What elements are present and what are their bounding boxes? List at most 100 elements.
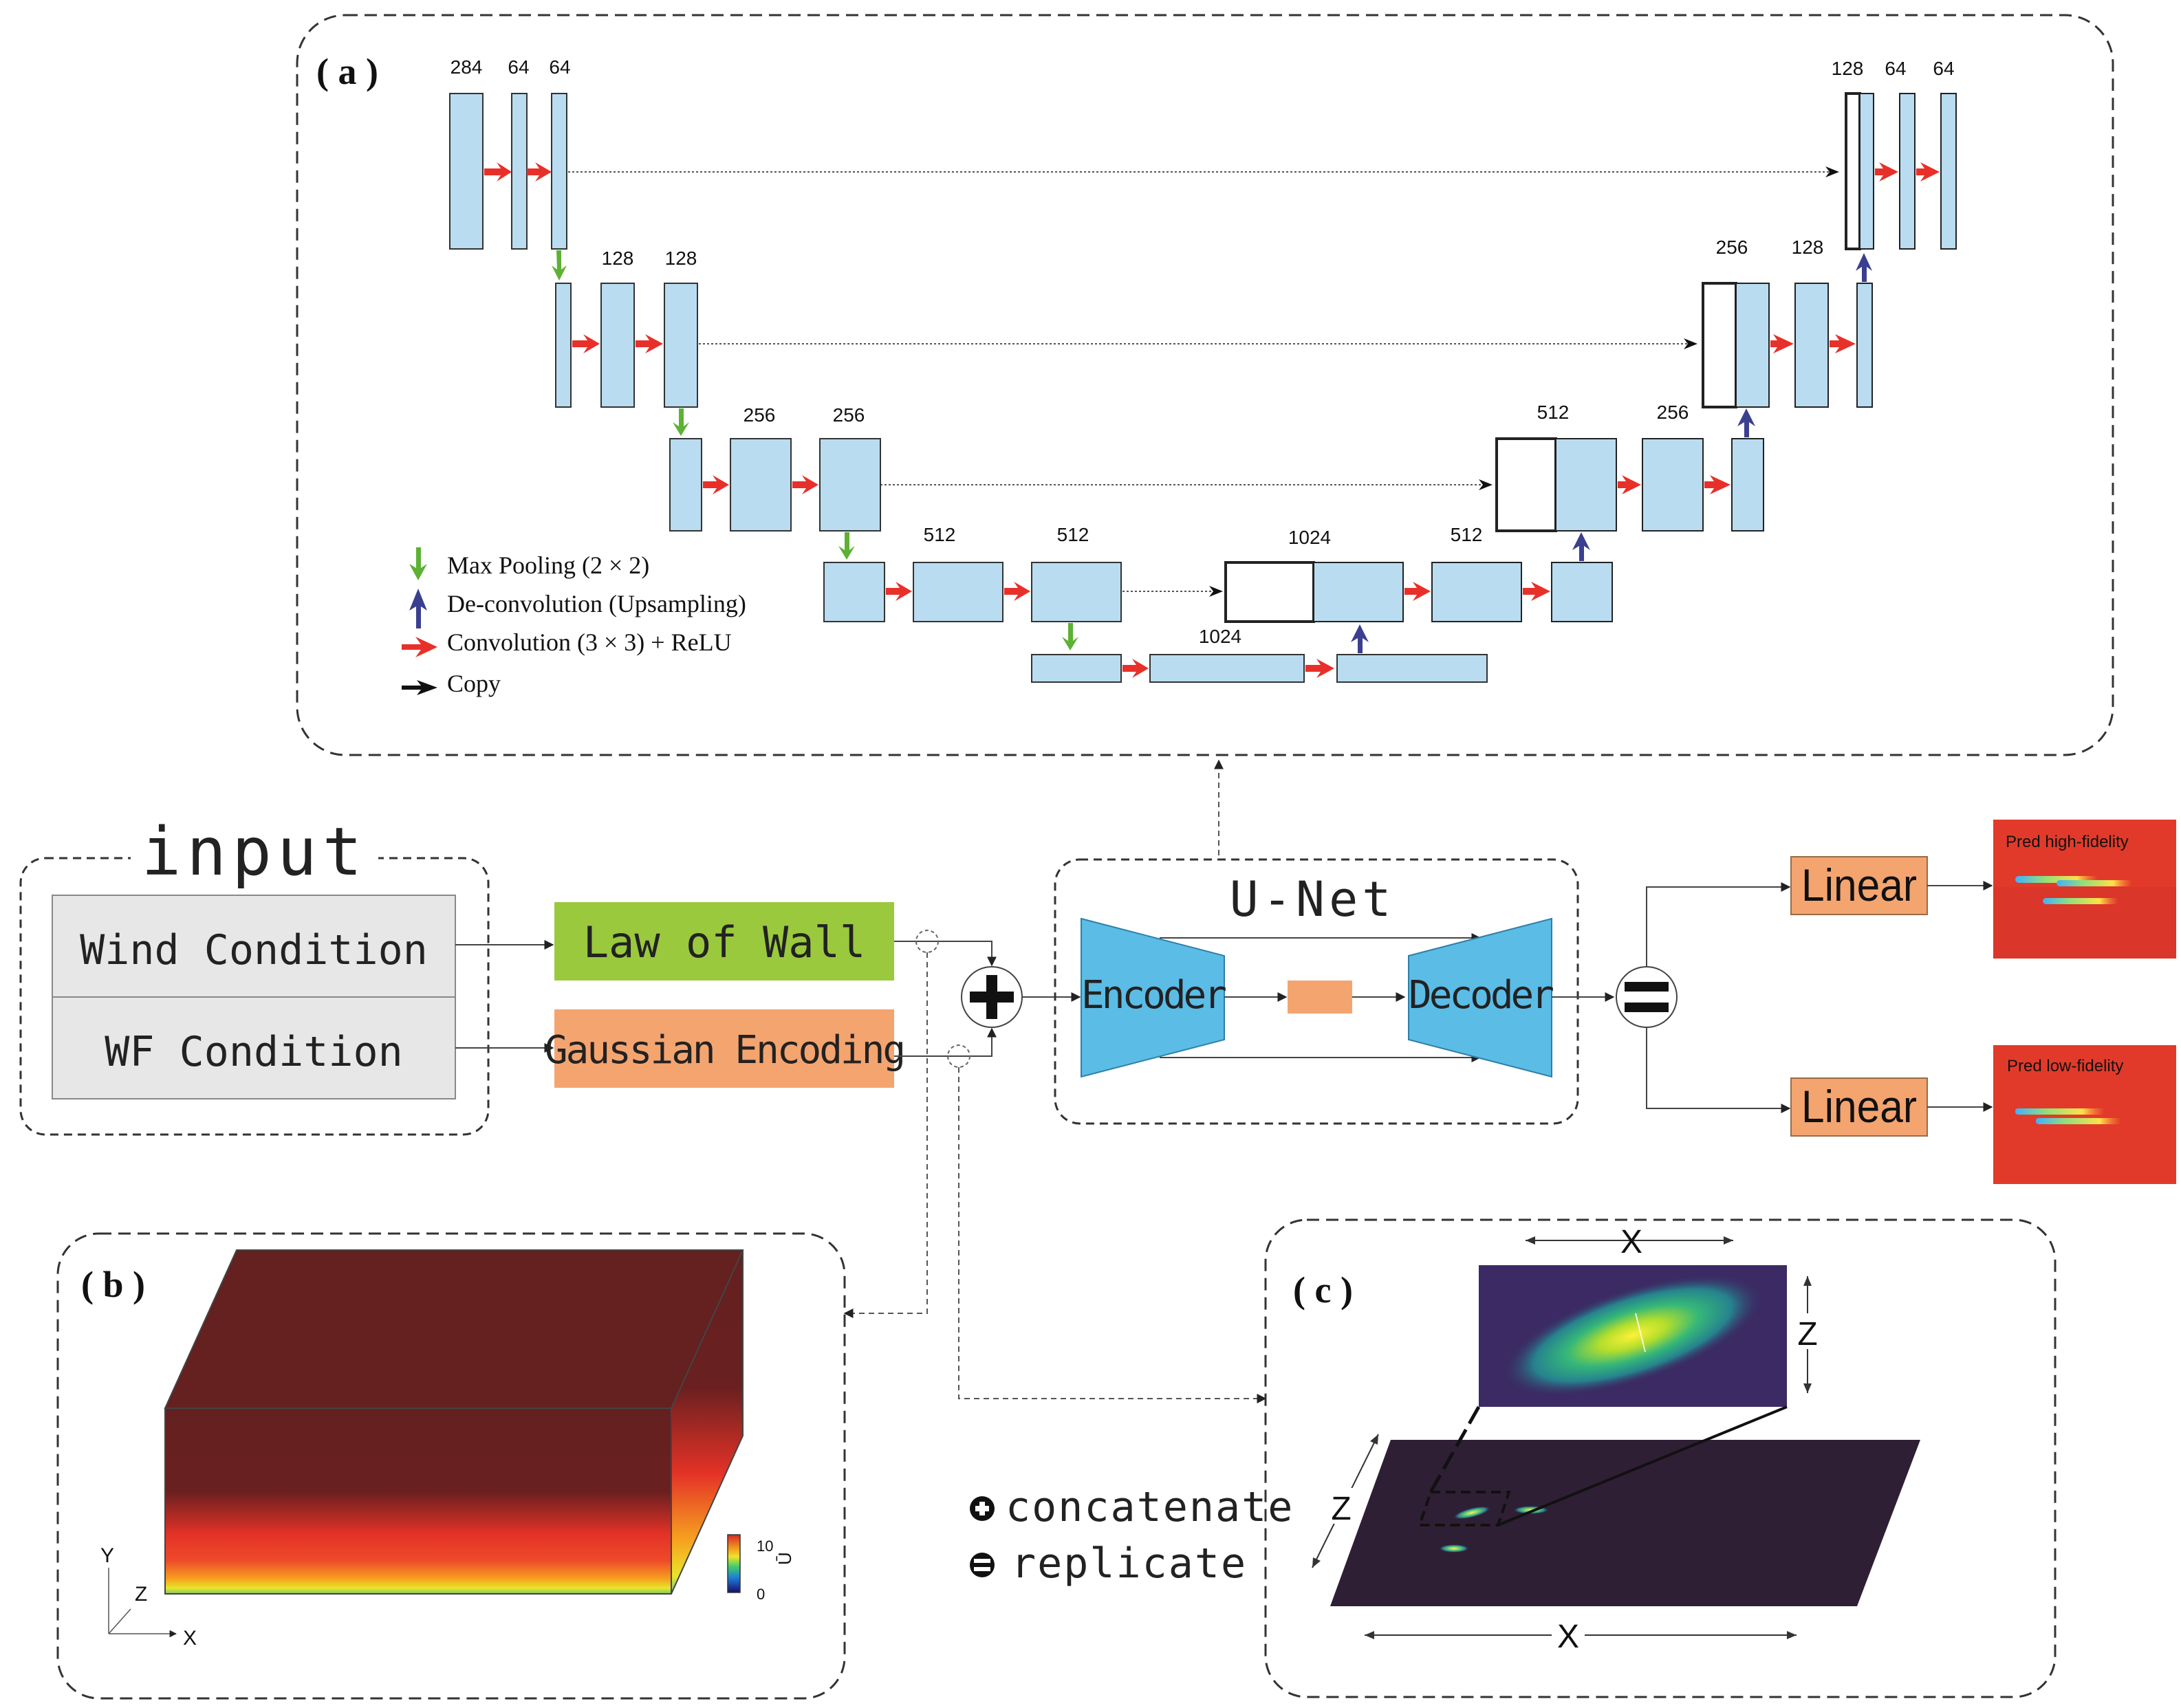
concat-legend-plus-v xyxy=(979,1502,985,1515)
block-enc1-a xyxy=(511,93,528,250)
input-title-bg xyxy=(131,822,378,884)
block-enc3-pool xyxy=(669,438,702,532)
conv-arrows xyxy=(484,162,1940,678)
conv-arrow xyxy=(636,334,663,353)
enc-level-2 xyxy=(555,283,698,408)
block-bottom-b xyxy=(1336,654,1488,683)
ch-64-dec1-a: 64 xyxy=(1885,58,1906,79)
conv-arrow xyxy=(1916,162,1940,182)
ch-128-a: 128 xyxy=(602,248,634,269)
conv-arrow xyxy=(703,475,729,494)
block-enc1-b xyxy=(551,93,567,250)
wind-condition-label: Wind Condition xyxy=(80,926,428,974)
deconv-arrow xyxy=(1351,624,1369,653)
z-left-bg xyxy=(1326,1488,1356,1524)
pool-arrow xyxy=(838,532,855,560)
block-dec4-b xyxy=(1551,562,1613,622)
axis-y-label: Y xyxy=(100,1544,114,1567)
conv-arrow xyxy=(1770,334,1794,353)
deconv-arrow xyxy=(1737,408,1755,437)
conv-arrow xyxy=(1122,659,1149,678)
ch-1024-concat: 1024 xyxy=(1288,527,1331,548)
wind-condition-box xyxy=(52,895,456,998)
dec-level-1 xyxy=(1845,92,1957,250)
block-enc4-b xyxy=(1031,562,1122,622)
block-enc2-a xyxy=(600,283,635,408)
block-dec2-a xyxy=(1794,283,1829,408)
block-enc2-pool xyxy=(555,283,572,408)
conv-arrow xyxy=(572,334,600,353)
block-dec3-b xyxy=(1731,438,1764,532)
conv-arrow xyxy=(527,162,552,182)
axis-z-line xyxy=(108,1608,131,1634)
block-dec4-a xyxy=(1431,562,1522,622)
block-dec4-up xyxy=(1313,562,1404,622)
replicate-legend-eq-top xyxy=(974,1559,990,1563)
decoder-label: Decoder xyxy=(1409,973,1553,1018)
ch-256-a: 256 xyxy=(744,404,776,426)
domain-plane xyxy=(1330,1440,1920,1606)
wake-plume xyxy=(2043,898,2118,904)
block-dec2-copy xyxy=(1702,282,1737,408)
pred-high-label: Pred high-fidelity xyxy=(2006,833,2129,851)
link-law-to-panel-b xyxy=(843,952,928,1318)
z-right-bg xyxy=(1794,1313,1823,1349)
concat-legend-text: concatenate xyxy=(1006,1483,1294,1531)
replicate-to-linear-top xyxy=(1646,882,1791,967)
turbine-mark xyxy=(1635,1313,1646,1353)
block-dec1-b xyxy=(1940,93,1957,250)
unet-title-bg xyxy=(1224,873,1403,921)
conv-arrow xyxy=(792,475,818,494)
colorbar-variable: Ū xyxy=(774,1552,795,1565)
pool-arrow xyxy=(673,408,689,436)
conv-arrow xyxy=(1830,334,1856,353)
legend-deconv-text: De-convolution (Upsampling) xyxy=(447,590,746,617)
pool-arrow xyxy=(552,250,567,281)
block-dec3-copy xyxy=(1495,437,1557,532)
latent-block xyxy=(1288,981,1352,1014)
unet-title: U-Net xyxy=(1230,871,1396,928)
legend-copy-icon xyxy=(402,680,437,695)
colorbar xyxy=(727,1534,741,1593)
enc-level-1 xyxy=(449,93,567,250)
link-gauss-to-panel-c xyxy=(958,1067,1267,1403)
x-dim-bottom-arrow-r xyxy=(1787,1631,1797,1639)
panel-b-label: ( b ) xyxy=(81,1264,145,1305)
x-dim-bottom-arrow-l xyxy=(1365,1631,1374,1639)
conv-arrow xyxy=(1704,475,1730,494)
tap-circle-law xyxy=(915,930,939,953)
zoom-line-right xyxy=(1497,1405,1788,1526)
x-dim-top-arrow-r xyxy=(1724,1236,1733,1245)
dec-level-2 xyxy=(1702,282,1873,408)
ch-128-dec2: 128 xyxy=(1792,237,1824,258)
axis-x-label: X xyxy=(183,1627,197,1650)
block-dec1-copy xyxy=(1845,92,1861,250)
block-dec2-b xyxy=(1856,283,1873,408)
deconv-arrow xyxy=(1572,532,1590,561)
ch-284: 284 xyxy=(451,56,483,78)
ch-64-a: 64 xyxy=(508,56,529,78)
pred-high-fidelity: Pred high-fidelity xyxy=(1993,820,2176,959)
gaussian-encoding-box xyxy=(554,1009,894,1088)
law-of-wall-label: Law of Wall xyxy=(583,917,866,967)
block-dec1-a xyxy=(1899,93,1916,250)
dec-level-4 xyxy=(1224,561,1613,623)
panel-b-frame xyxy=(56,1232,846,1700)
block-enc3-b xyxy=(819,438,881,532)
ch-64-dec1-b: 64 xyxy=(1933,58,1954,79)
panel-b: ( b ) 10 0 Ū Y Z X xyxy=(56,1232,846,1700)
encoder-block xyxy=(1081,917,1225,1078)
ops-legend: concatenate replicate xyxy=(970,1483,1294,1588)
x-dim-top-arrow-l xyxy=(1526,1236,1535,1245)
input-title: input xyxy=(142,813,368,890)
z-dim-right-arrow-t xyxy=(1803,1276,1812,1286)
ch-64-b: 64 xyxy=(549,56,570,78)
conv-arrow xyxy=(1523,582,1550,601)
copy-connections xyxy=(564,166,1839,597)
enc-level-4 xyxy=(823,562,1122,622)
ch-256-dec3: 256 xyxy=(1657,402,1689,423)
panel-a: ( a ) 284 64 64 128 128 xyxy=(296,14,2114,756)
z-dim-right-arrow-b xyxy=(1803,1383,1812,1393)
turbine-wake xyxy=(1439,1544,1469,1553)
